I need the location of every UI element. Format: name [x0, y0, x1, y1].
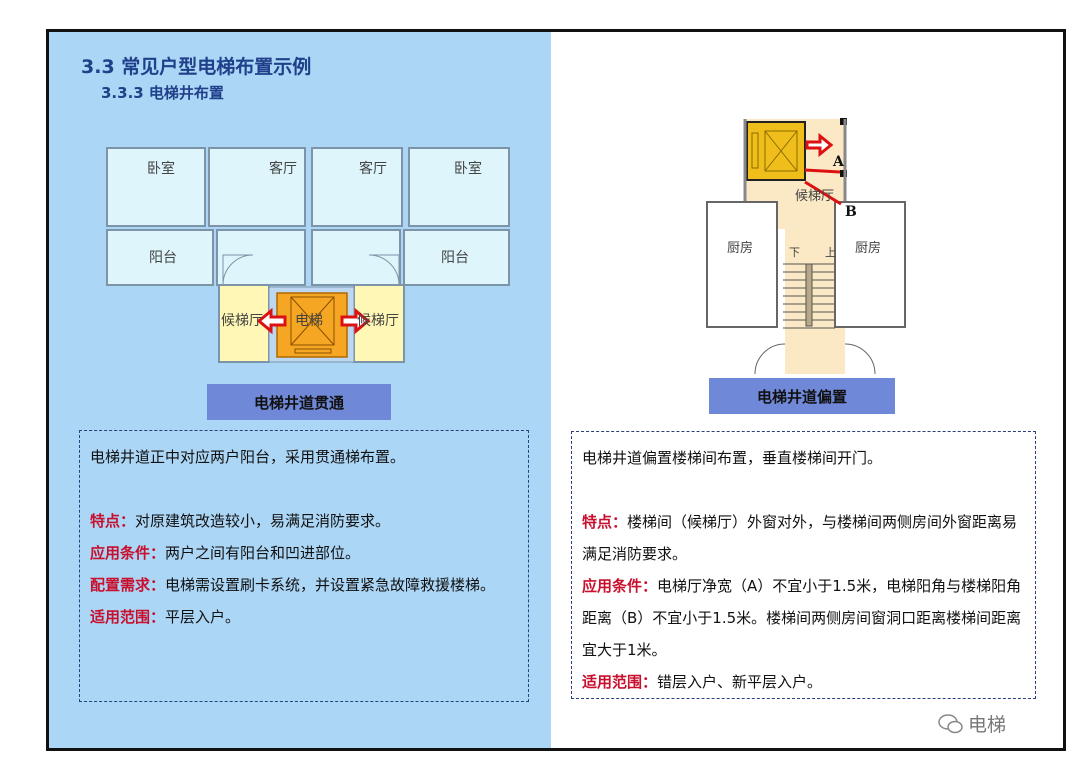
- left-item-requirement: 配置需求：电梯需设置刷卡系统，并设置紧急故障救援楼梯。: [90, 576, 496, 594]
- label-down: 下: [789, 246, 800, 259]
- arrow-left-icon: [256, 307, 287, 335]
- left-intro: 电梯井道正中对应两户阳台，采用贯通梯布置。: [90, 448, 406, 466]
- slide-title: 3.3 常见户型电梯布置示例: [81, 56, 312, 78]
- label-lobby: 候梯厅: [795, 189, 834, 204]
- left-item-feature: 特点：对原建筑改造较小，易满足消防要求。: [90, 512, 391, 530]
- caption-offset-shaft: 电梯井道偏置: [709, 378, 895, 414]
- left-item-condition: 应用条件：两户之间有阳台和凹进部位。: [90, 544, 361, 562]
- label-dimension-b: B: [845, 204, 857, 220]
- left-description-box: 电梯井道正中对应两户阳台，采用贯通梯布置。 特点：对原建筑改造较小，易满足消防要…: [79, 430, 529, 702]
- through-shaft-floor-plan: 卧室 客厅 客厅 卧室 阳台 阳台 候梯厅 电梯 候梯厅: [106, 147, 510, 363]
- label-kitchen-left: 厨房: [727, 240, 753, 256]
- watermark: 电梯: [938, 710, 1006, 737]
- label-elevator: 电梯: [295, 313, 323, 329]
- left-item-scope: 适用范围：平层入户。: [90, 608, 241, 626]
- right-item-scope: 适用范围：错层入户、新平层入户。: [582, 673, 823, 691]
- right-item-feature: 特点：楼梯间（候梯厅）外窗对外，与楼梯间两侧房间外窗距离易满足消防要求。: [582, 513, 1018, 563]
- label-lobby-left: 候梯厅: [221, 313, 263, 329]
- label-dimension-a: A: [832, 154, 845, 170]
- label-living-left: 客厅: [269, 160, 297, 177]
- label-bedroom-left: 卧室: [147, 160, 175, 177]
- label-lobby-right: 候梯厅: [357, 313, 399, 329]
- label-balcony-right: 阳台: [441, 250, 469, 266]
- arrow-right-icon: [805, 132, 834, 158]
- label-bedroom-right: 卧室: [454, 160, 482, 177]
- right-item-condition: 应用条件：电梯厅净宽（A）不宜小于1.5米，电梯阳角与楼梯阳角距离（B）不宜小于…: [582, 577, 1022, 659]
- right-description-box: 电梯井道偏置楼梯间布置，垂直楼梯间开门。 特点：楼梯间（候梯厅）外窗对外，与楼梯…: [571, 431, 1036, 699]
- slide-frame: 3.3 常见户型电梯布置示例 3.3.3 电梯井布置: [46, 29, 1066, 751]
- label-balcony-left: 阳台: [149, 250, 177, 266]
- offset-shaft-floor-plan: 候梯厅 厨房 厨房 下 上 A B: [706, 118, 906, 374]
- watermark-text: 电梯: [968, 714, 1007, 736]
- left-panel: 3.3 常见户型电梯布置示例 3.3.3 电梯井布置: [49, 32, 551, 748]
- slide-subtitle: 3.3.3 电梯井布置: [101, 84, 224, 102]
- label-up: 上: [825, 246, 836, 259]
- wechat-icon: [938, 713, 963, 733]
- label-kitchen-right: 厨房: [855, 240, 881, 256]
- right-intro: 电梯井道偏置楼梯间布置，垂直楼梯间开门。: [582, 449, 883, 467]
- label-living-right: 客厅: [359, 160, 387, 177]
- caption-through-shaft: 电梯井道贯通: [207, 384, 391, 420]
- arrow-right-icon: [340, 307, 371, 335]
